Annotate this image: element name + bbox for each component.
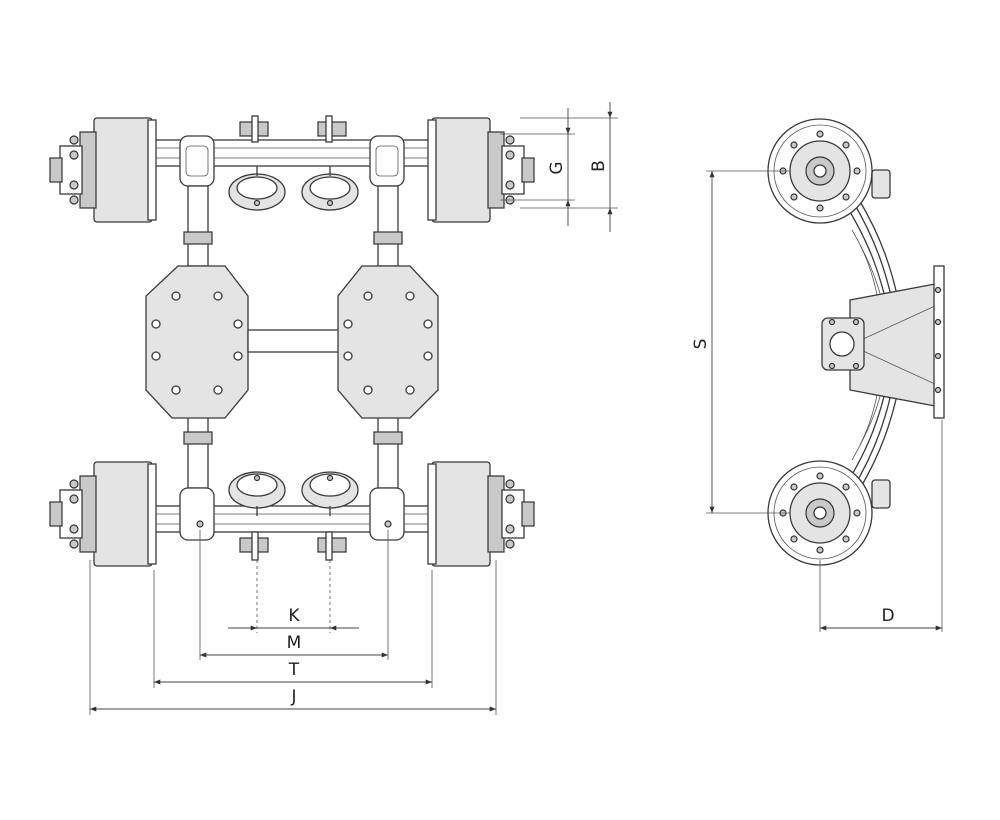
dim-label-d: D <box>881 606 894 626</box>
extension-lines-bottom <box>89 530 497 715</box>
dim-label-m: M <box>287 633 302 653</box>
hanger-arms <box>183 185 403 489</box>
dimension-d: D <box>820 606 942 631</box>
dim-label-s: S <box>691 339 711 350</box>
side-wheel-top <box>767 118 891 224</box>
dimension-t: T <box>154 660 432 685</box>
centre-bracket-right <box>337 265 439 419</box>
dim-label-b: B <box>589 160 609 172</box>
side-view: S D <box>691 118 945 632</box>
dim-label-k: K <box>288 606 300 626</box>
front-left-brake-drum <box>49 117 157 223</box>
trunnion-hub <box>821 317 865 371</box>
rear-left-brake-drum <box>49 461 157 567</box>
cross-tube <box>247 329 341 353</box>
front-right-brake-chamber <box>301 166 359 211</box>
dimension-m: M <box>200 633 388 658</box>
rear-left-brake-chamber <box>228 471 286 516</box>
hanger-bracket <box>849 265 945 419</box>
side-wheel-bottom <box>767 460 891 566</box>
dim-label-j: J <box>290 687 296 707</box>
extension-lines-right <box>500 117 618 209</box>
dimension-b: B <box>589 102 613 232</box>
top-view: K M T J G <box>49 102 618 715</box>
centre-bracket-left <box>145 265 249 419</box>
front-axle-assembly <box>49 115 535 223</box>
front-left-brake-chamber <box>228 166 286 211</box>
dimension-k: K <box>228 606 359 631</box>
dimension-s: S <box>691 171 715 513</box>
dim-label-g: G <box>547 161 567 174</box>
rear-right-brake-chamber <box>301 471 359 516</box>
rear-axle-assembly <box>49 461 535 567</box>
dimension-g: G <box>547 108 571 226</box>
dimension-j: J <box>90 687 496 712</box>
front-right-brake-drum <box>427 117 535 223</box>
rear-right-brake-drum <box>427 461 535 567</box>
dim-label-t: T <box>288 660 300 680</box>
